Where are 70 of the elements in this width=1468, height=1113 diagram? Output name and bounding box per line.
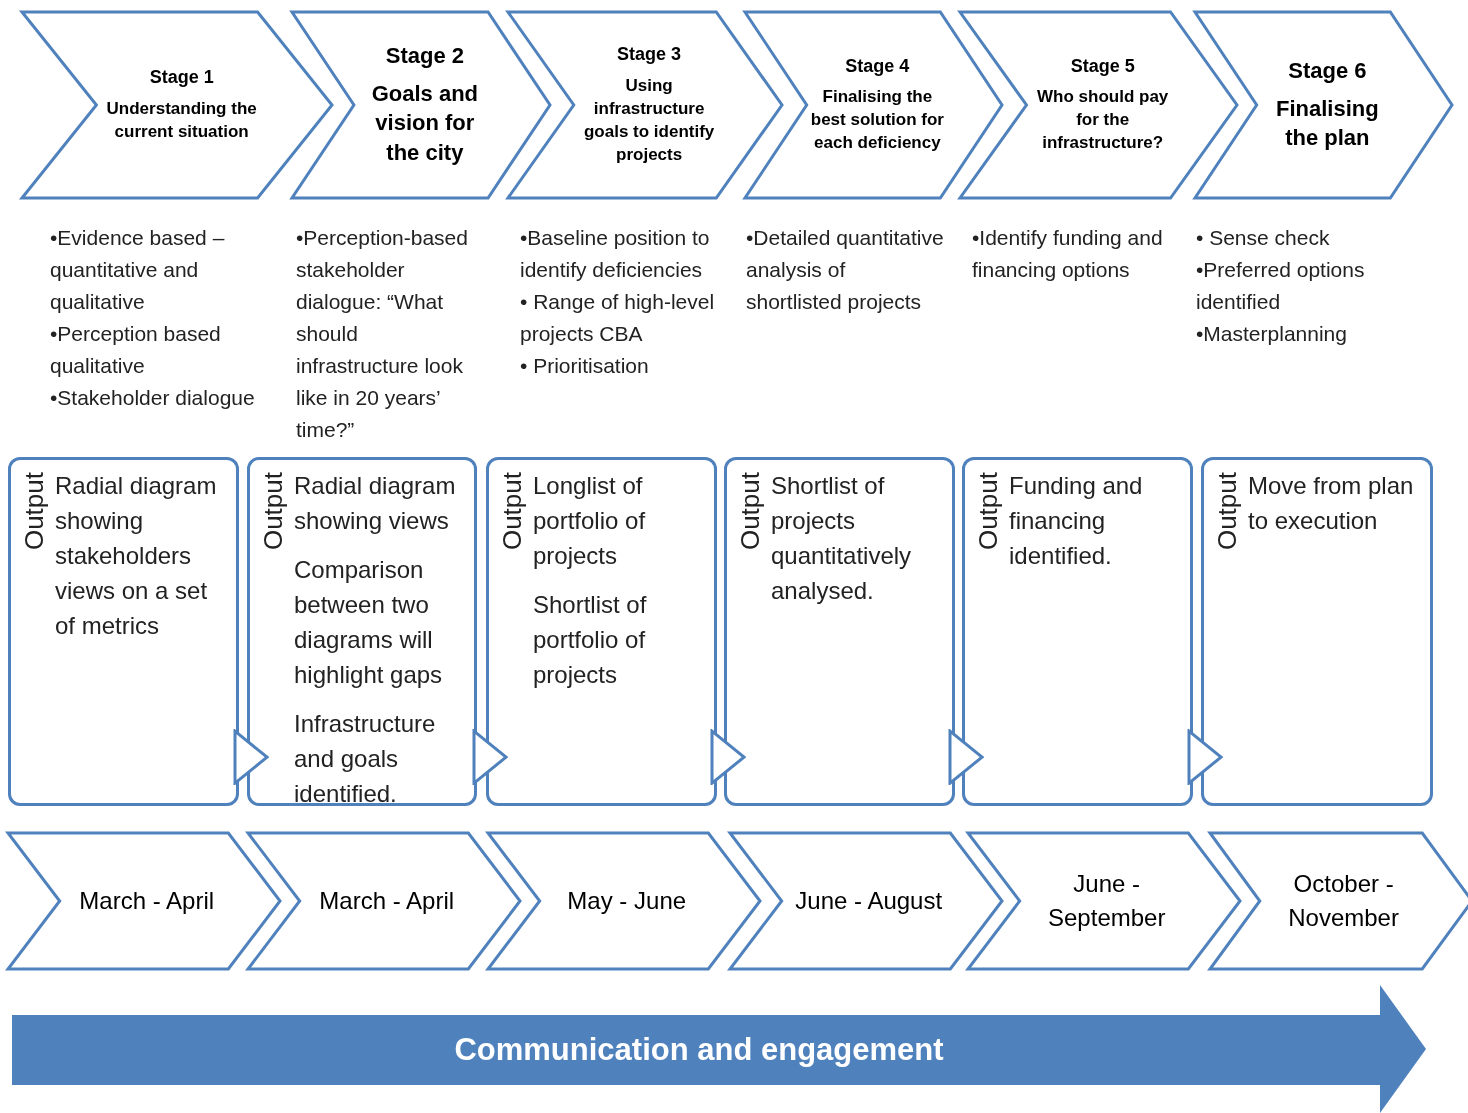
date-panel [248,833,520,969]
stage-title: Using infrastructure goals to identify projects [582,74,716,166]
output-box [962,457,1193,806]
output-text: Longlist of portfolio of projects [533,471,647,571]
output-text: Move from plan to execution [1248,471,1415,536]
output-text: Funding and financing identified. [1009,471,1144,571]
stage-number: Stage 3 [617,43,682,67]
output-box [486,457,717,806]
output-label: Output [497,472,528,551]
stage-panel [960,12,1237,198]
date-label: June - August [795,886,943,916]
bullet-point: • Sense check [1196,225,1331,251]
bullet-point: • Prioritisation [520,353,650,379]
output-box [8,457,239,806]
bullet-point: • Range of high-level projects CBA [520,289,716,347]
arrow [1187,729,1223,785]
output-box [1201,457,1433,806]
stage-panel [1195,12,1452,198]
bullet-point: •Identify funding and financing options [972,225,1164,283]
output-text: Shortlist of projects quantitatively analysed. [771,471,913,606]
output-text: Radial diagram showing stakeholders views on a set of metrics [55,471,218,641]
bullet-point: •Stakeholder dialogue [50,385,256,411]
stage-title: Understanding the current situation [105,97,258,143]
stage-panel [745,12,1002,198]
output-box [724,457,955,806]
output-text: Infrastructure and goals identified. [294,709,437,809]
stage-number: Stage 5 [1070,54,1135,78]
stage-number: Stage 2 [385,42,464,71]
stage-panel [22,12,332,198]
stage-number: Stage 4 [845,54,910,78]
date-panel [968,833,1240,969]
stage-panel [508,12,782,198]
output-text: Shortlist of portfolio of projects [533,590,648,690]
arrow [233,729,269,785]
date-label: May - June [567,886,687,916]
output-label: Output [1212,472,1243,551]
stage-title: Goals and vision for the city [370,79,480,168]
output-text: Comparison between two diagrams will highlight gaps [294,555,444,690]
bullet-point: •Baseline position to identify deficiencies [520,225,711,283]
stage-title: Finalising the best solution for each deficiency [809,86,945,155]
stage-title: Who should pay for the infrastructure? [1036,86,1170,155]
output-label: Output [973,472,1004,551]
output-label: Output [258,472,289,551]
arrow [948,729,984,785]
arrow [710,729,746,785]
output-box [247,457,477,806]
stage-number: Stage 1 [149,66,214,90]
bullet-point: •Preferred options identified [1196,257,1366,315]
date-panel [8,833,280,969]
output-text: Radial diagram showing views [294,471,457,536]
bullet-point: •Evidence based – quantitative and qualitative [50,225,226,315]
date-label: June - September [1047,869,1167,933]
bullet-point: •Detailed quantitative analysis of shortlisted projects [746,225,945,315]
date-panel [730,833,1002,969]
stage-number: Stage 6 [1288,57,1367,85]
date-label: March - April [79,886,215,916]
bullet-point: •Masterplanning [1196,321,1348,347]
banner-text: Communication and engagement [454,1032,944,1068]
output-label: Output [735,472,766,551]
date-panel [488,833,760,969]
stage-title: Finalising the plan [1275,94,1380,153]
arrow [472,729,508,785]
date-label: October - November [1287,869,1400,933]
banner-arrow [12,985,1426,1113]
date-panel [1210,833,1468,969]
date-label: March - April [319,886,455,916]
bullet-point: •Perception based qualitative [50,321,222,379]
output-label: Output [19,472,50,551]
stage-panel [292,12,550,198]
bullet-point: •Perception-based stakeholder dialogue: “What should infrastructure look like in 20 years’ time?” [296,225,469,443]
